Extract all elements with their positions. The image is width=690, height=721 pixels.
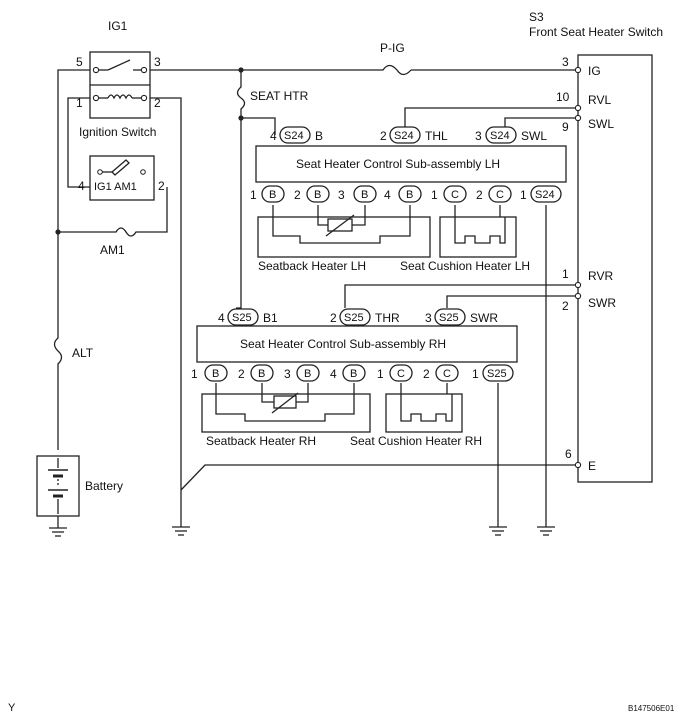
switch-pin-rvr: RVR [588,269,613,283]
lh-top-pin-swl: SWL [521,129,547,143]
ig1-pin-1: 1 [76,96,83,110]
seatback-heater-rh-label: Seatback Heater RH [206,434,316,448]
switch-pin-e: E [588,459,596,473]
lh-bottom-pin-num-3: 4 [384,188,391,202]
rh-top-pin-thr: THR [375,311,400,325]
lh-bottom-pin-num-6: 1 [520,188,527,202]
lh-bottom-pin-3: B [406,189,413,201]
lh-bottom-pin-6: S24 [535,189,555,201]
seat-cushion-heater-lh-label: Seat Cushion Heater LH [400,259,530,273]
ground-rh [489,526,507,536]
lh-bottom-pin-1: B [314,189,321,201]
ground-ig1 [172,526,190,536]
lh-top-pin-num-b: 4 [270,129,277,143]
ig1-pin-4: 4 [78,179,85,193]
rh-bottom-pin-0: B [212,368,219,380]
lh-top-pin-num-thl: 2 [380,129,387,143]
ignition-switch-label: Ignition Switch [79,125,156,139]
lh-top-pin-b: B [315,129,323,143]
rh-bottom-pin-num-4: 1 [377,367,384,381]
lh-control-title: Seat Heater Control Sub-assembly LH [296,157,500,171]
footer-y: Y [8,702,16,714]
battery-label: Battery [85,479,123,493]
rh-top-pin-num-b1: 4 [218,311,225,325]
lh-top-connector-1: S24 [284,130,304,142]
seat-cushion-heater-rh-label: Seat Cushion Heater RH [350,434,482,448]
ig1-pin-2: 2 [154,96,161,110]
rh-bottom-pin-num-6: 1 [472,367,479,381]
ig1-pin-5: 5 [76,55,83,69]
switch-pin-num-ig: 3 [562,55,569,69]
rh-bottom-pin-num-5: 2 [423,367,430,381]
switch-pin-num-rvl: 10 [556,90,570,104]
ig1-pin-3: 3 [154,55,161,69]
ig1-lower-pin-2: 2 [158,179,165,193]
switch-pin-num-swl: 9 [562,120,569,134]
lh-bottom-pin-num-4: 1 [431,188,438,202]
rh-bottom-pin-3: B [350,368,357,380]
rh-bottom-pin-num-2: 3 [284,367,291,381]
ig1-title: IG1 [108,19,128,33]
ignition-switch: IG1 5 3 1 2 Ignition Switch 4 IG1 AM1 2 [76,19,165,201]
rh-bottom-pin-6: S25 [487,368,507,380]
lh-control-subassembly: 4 S24 B 2 S24 THL 3 S24 SWL Seat Heater … [250,126,567,273]
lh-bottom-pin-num-5: 2 [476,188,483,202]
switch-pin-swr: SWR [588,296,616,310]
lh-bottom-pin-num-2: 3 [338,188,345,202]
seatback-heater-lh-label: Seatback Heater LH [258,259,366,273]
battery: Battery [36,455,123,517]
rh-control-title: Seat Heater Control Sub-assembly RH [240,337,446,351]
lh-bottom-pin-num-0: 1 [250,188,257,202]
ig1-am1-text: IG1 AM1 [94,181,137,193]
lh-bottom-pin-2: B [361,189,368,201]
rh-bottom-pin-1: B [258,368,265,380]
lh-top-pin-thl: THL [425,129,448,143]
rh-bottom-pin-4: C [397,368,405,380]
am1-fuse-label: AM1 [100,243,125,257]
wires [57,69,578,528]
rh-top-connector-1: S25 [232,312,252,324]
switch-pin-rvl: RVL [588,93,611,107]
rh-bottom-pin-num-0: 1 [191,367,198,381]
figure-code: B147506E01 [628,704,675,713]
rh-top-connector-3: S25 [439,312,459,324]
rh-top-pin-num-thr: 2 [330,311,337,325]
rh-top-pin-swr: SWR [470,311,498,325]
fuses: P-IG SEAT HTR AM1 ALT [50,41,412,372]
ground-battery [49,527,67,537]
switch-pin-num-e: 6 [565,447,572,461]
rh-top-connector-2: S25 [344,312,364,324]
switch-pin-swl: SWL [588,117,614,131]
pig-fuse-label: P-IG [380,41,405,55]
lh-bottom-pin-4: C [451,189,459,201]
switch-title: Front Seat Heater Switch [529,25,663,39]
junction-dots [55,67,244,235]
switch-id: S3 [529,10,544,24]
lh-top-connector-3: S24 [490,130,510,142]
lh-top-pin-num-swl: 3 [475,129,482,143]
seat-cushion-heater-lh-box [439,216,517,258]
front-seat-heater-switch: S3 Front Seat Heater Switch 3 IG 10 RVL … [529,10,663,483]
lh-bottom-pin-5: C [496,189,504,201]
rh-bottom-pin-num-1: 2 [238,367,245,381]
rh-bottom-pin-5: C [443,368,451,380]
switch-pin-num-rvr: 1 [562,267,569,281]
ground-lh [537,526,555,536]
lh-bottom-pin-0: B [269,189,276,201]
seat-cushion-heater-rh-box [385,393,463,433]
lh-top-connector-2: S24 [394,130,414,142]
seat-htr-fuse-label: SEAT HTR [250,89,309,103]
switch-pin-num-swr: 2 [562,299,569,313]
rh-top-pin-b1: B1 [263,311,278,325]
rh-bottom-pin-2: B [304,368,311,380]
rh-control-subassembly: 4 S25 B1 2 S25 THR 3 S25 SWR Seat Heater… [191,308,518,448]
rh-bottom-pin-num-3: 4 [330,367,337,381]
alt-fuse-label: ALT [72,346,94,360]
switch-pin-ig: IG [588,64,601,78]
ground-symbols [49,526,555,537]
rh-top-pin-num-swr: 3 [425,311,432,325]
lh-bottom-pin-num-1: 2 [294,188,301,202]
